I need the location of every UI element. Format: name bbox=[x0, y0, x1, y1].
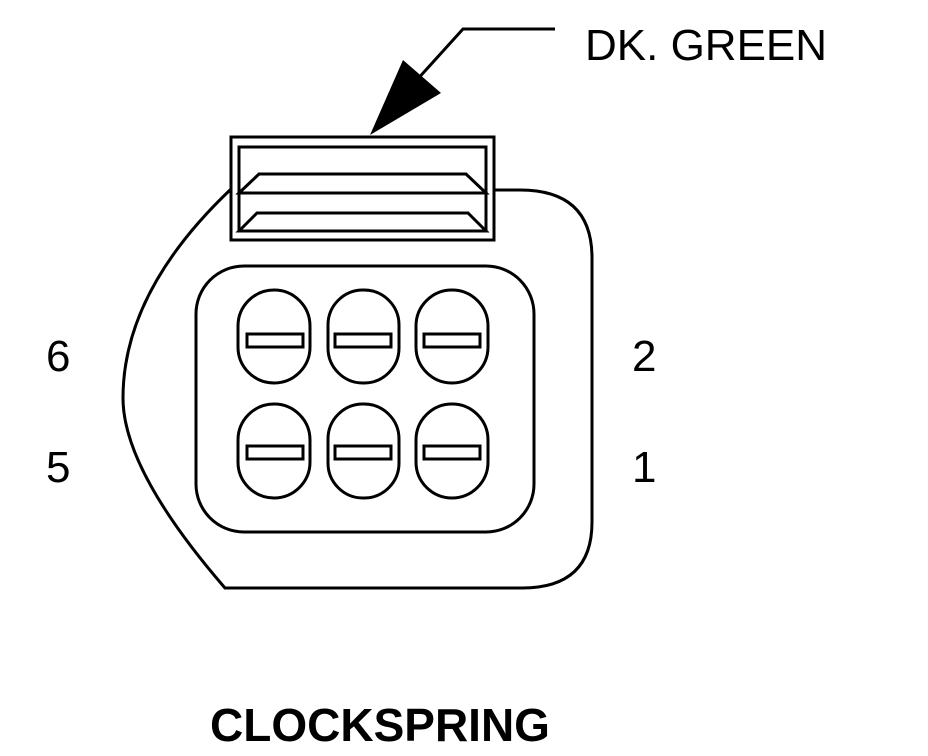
callout-leader-line bbox=[413, 27, 555, 84]
wire-color-label: DK. GREEN bbox=[585, 21, 828, 70]
terminal-cavity bbox=[326, 402, 401, 500]
connector-title: CLOCKSPRING bbox=[210, 699, 550, 751]
pin-label-5: 5 bbox=[46, 443, 71, 492]
terminal-cavity bbox=[414, 402, 490, 500]
callout-arrowhead bbox=[370, 60, 441, 135]
locking-ramp-bottom bbox=[235, 211, 490, 233]
locking-ramp-top bbox=[235, 172, 490, 195]
terminal-cavity bbox=[236, 402, 312, 500]
terminal-cavity bbox=[414, 288, 490, 385]
pin-label-6: 6 bbox=[46, 332, 71, 381]
terminal-cavity bbox=[236, 288, 312, 385]
pin-label-1: 1 bbox=[632, 443, 657, 492]
terminal-cavity bbox=[326, 288, 401, 385]
pin-label-2: 2 bbox=[632, 332, 657, 381]
